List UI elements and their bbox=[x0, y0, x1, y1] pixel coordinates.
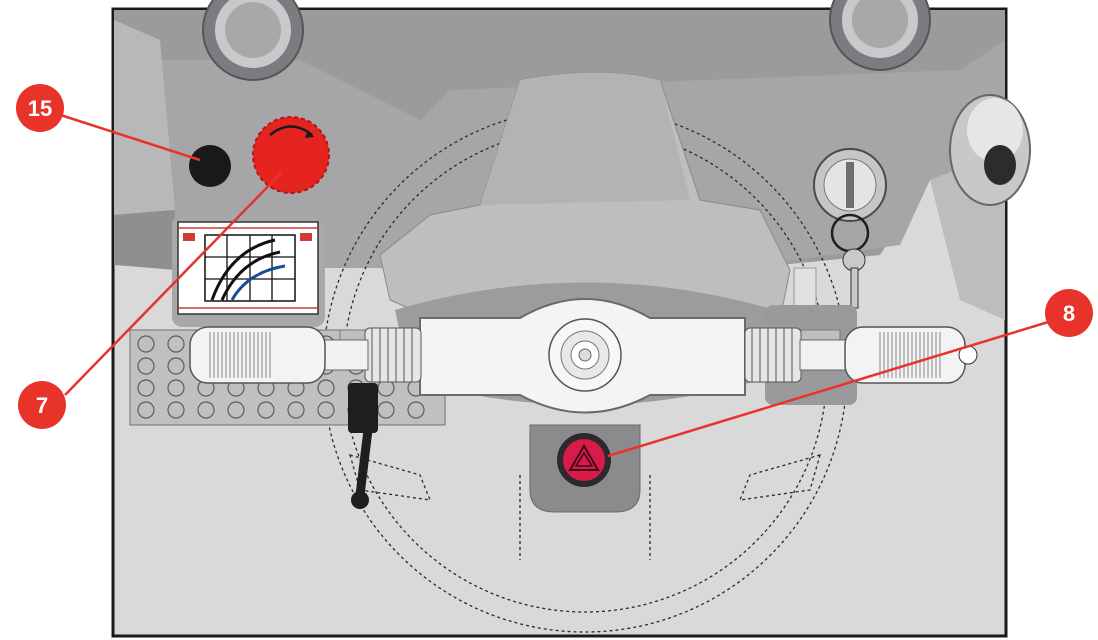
plate-hole bbox=[137, 335, 155, 353]
hazard-triangle-icon bbox=[568, 444, 600, 471]
plate-hole bbox=[167, 401, 185, 419]
ignition-switch[interactable] bbox=[813, 148, 887, 309]
left-gauge bbox=[202, 0, 304, 81]
plate-hole bbox=[407, 401, 425, 419]
svg-text:8: 8 bbox=[1063, 301, 1075, 326]
right-side-dial bbox=[930, 94, 1031, 320]
plate-hole bbox=[137, 357, 155, 375]
callout-lines bbox=[44, 108, 1069, 458]
red-emergency-button[interactable] bbox=[252, 116, 330, 194]
plate-hole bbox=[287, 401, 305, 419]
adjustment-lever[interactable] bbox=[348, 383, 378, 509]
plate-hole bbox=[317, 401, 335, 419]
column-top-shroud bbox=[480, 72, 690, 205]
svg-text:15: 15 bbox=[28, 96, 52, 121]
plate-hole bbox=[167, 357, 185, 375]
left-bellows bbox=[364, 327, 422, 383]
svg-text:7: 7 bbox=[36, 393, 48, 418]
center-hub bbox=[548, 318, 622, 392]
callout-badges: 15 7 8 bbox=[16, 84, 1093, 429]
left-knurled-knob[interactable] bbox=[189, 326, 326, 384]
right-knurled-knob[interactable] bbox=[844, 326, 978, 384]
operating-diagram-sticker bbox=[172, 215, 325, 327]
black-knob[interactable] bbox=[189, 145, 231, 187]
callout-7: 7 bbox=[18, 381, 66, 429]
left-shaft bbox=[319, 339, 369, 371]
plate-hole bbox=[167, 335, 185, 353]
hazard-warning-button[interactable] bbox=[557, 433, 611, 487]
plate-hole bbox=[167, 379, 185, 397]
plate-hole bbox=[227, 401, 245, 419]
plate-hole bbox=[257, 401, 275, 419]
left-side-panel bbox=[114, 20, 175, 215]
plate-hole bbox=[317, 379, 335, 397]
plate-hole bbox=[137, 401, 155, 419]
plate-hole bbox=[137, 379, 155, 397]
column-bracket bbox=[793, 267, 817, 309]
callout-8: 8 bbox=[1045, 289, 1093, 337]
left-panel-lower bbox=[114, 210, 176, 270]
right-gauge bbox=[829, 0, 931, 71]
right-bellows bbox=[744, 327, 802, 383]
callout-15: 15 bbox=[16, 84, 64, 132]
control-bar bbox=[189, 298, 978, 414]
right-shaft bbox=[799, 339, 849, 371]
plate-hole bbox=[197, 401, 215, 419]
